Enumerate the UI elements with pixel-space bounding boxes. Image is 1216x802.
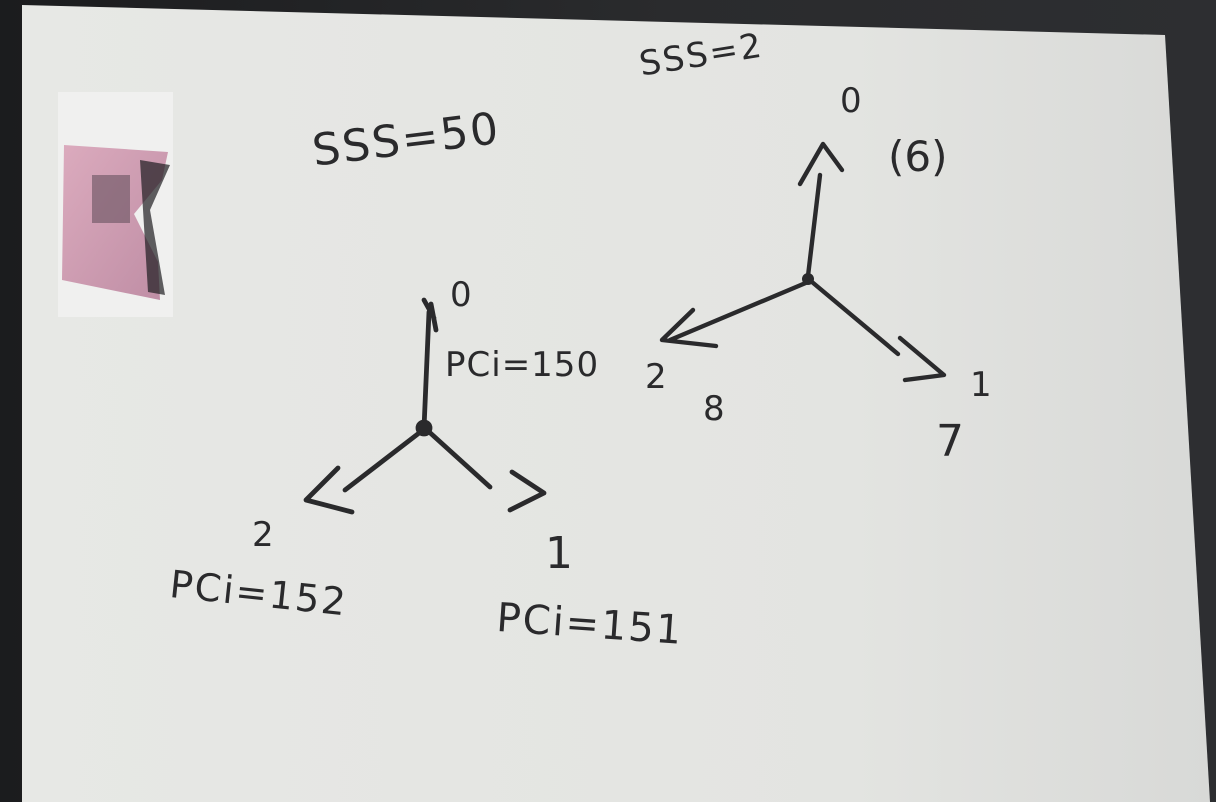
right-tree-lines — [659, 141, 947, 383]
left-tree-left-branch-label: 2 — [252, 515, 274, 555]
right-tree-root-value: (6) — [888, 132, 948, 181]
right-tree-right-branch-label: 1 — [970, 365, 992, 405]
left-tree-root-label: 0 — [450, 275, 472, 315]
left-tree-lines — [303, 297, 547, 515]
left-tree-right-branch-label: 1 — [545, 528, 573, 579]
pink-sticker — [60, 145, 168, 285]
right-tree-root-label: 0 — [840, 81, 862, 121]
right-tree-left-branch-value: 8 — [703, 389, 725, 429]
right-tree-left-branch-label: 2 — [645, 357, 667, 397]
right-tree-right-branch-value: 7 — [936, 416, 964, 467]
left-tree-root-pci: PCi=150 — [445, 345, 600, 385]
